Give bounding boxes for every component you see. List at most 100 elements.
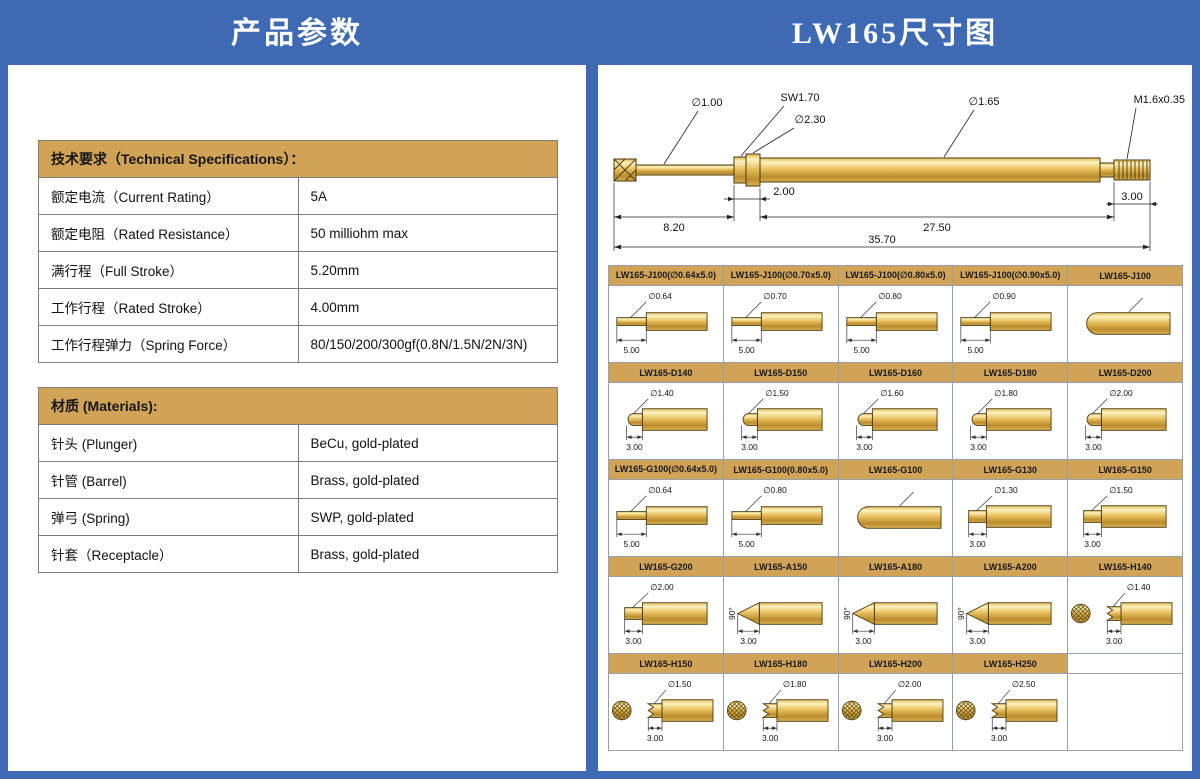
spec-label: 额定电阻（Rated Resistance） bbox=[38, 214, 299, 252]
callout-flange-diameter: ∅2.30 bbox=[795, 114, 826, 126]
spec-label: 工作行程弹力（Spring Force） bbox=[38, 325, 299, 363]
material-label: 针管 (Barrel) bbox=[38, 461, 299, 499]
variant-header-cell: LW165-J100(∅0.80x5.0) bbox=[838, 266, 954, 286]
dimension: 3.00 bbox=[626, 425, 643, 452]
material-label: 针套（Receptacle） bbox=[38, 535, 299, 573]
variant-name: LW165-A200 bbox=[983, 561, 1037, 572]
variant-drawing-cell bbox=[1068, 674, 1183, 751]
variant-header-cell: LW165-H180 bbox=[723, 654, 839, 674]
variant-header-cell: LW165-D160 bbox=[838, 363, 954, 383]
table-row: 额定电阻（Rated Resistance） 50 milliohm max bbox=[38, 214, 558, 252]
dim-length: 3.00 bbox=[856, 442, 873, 452]
dia-label: ∅1.50 bbox=[1109, 485, 1133, 495]
probe-dimension-drawing: ∅1.00 SW1.70 ∅2.30 ∅1.65 M1.6x0.35 bbox=[613, 92, 1185, 251]
material-value: Brass, gold-plated bbox=[297, 461, 558, 499]
dimension: 3.00 bbox=[1085, 425, 1103, 452]
variant-name: LW165-J100(∅0.64x5.0) bbox=[615, 270, 717, 280]
probe-tip-drawing: 90° 3.00 bbox=[727, 602, 823, 646]
dim-length: 5.00 bbox=[853, 345, 870, 355]
table-row: 工作行程弹力（Spring Force） 80/150/200/300gf(0.… bbox=[38, 325, 558, 363]
probe-tip-drawing: ∅2.503.00 bbox=[956, 679, 1058, 743]
variant-drawing-cell: 90° 3.00 bbox=[723, 577, 839, 654]
dimension: 3.00 bbox=[855, 425, 873, 452]
probe-tip-drawing: ∅1.303.00 bbox=[968, 485, 1052, 549]
dim-length: 3.00 bbox=[971, 442, 988, 452]
material-label: 针头 (Plunger) bbox=[38, 424, 299, 462]
dim-length: 3.00 bbox=[741, 442, 758, 452]
callout-tip-diameter: ∅1.00 bbox=[692, 97, 723, 109]
dimension: 3.00 bbox=[737, 613, 760, 646]
variant-header-cell: LW165-G100 bbox=[838, 460, 954, 480]
dimension: 5.00 bbox=[731, 325, 762, 355]
probe-tip-drawing: ∅2.003.00 bbox=[624, 582, 708, 646]
variant-drawing-cell bbox=[838, 480, 954, 557]
variant-name: LW165-J100(∅0.90x5.0) bbox=[960, 270, 1061, 280]
spec-table-header: 技术要求（Technical Specifications）： bbox=[38, 140, 558, 178]
dimension: 3.00 bbox=[968, 522, 988, 549]
angle-label: 90° bbox=[727, 607, 737, 620]
dimension: 5.00 bbox=[616, 519, 647, 549]
dim-length: 3.00 bbox=[625, 636, 642, 646]
dim-barrel-length: 27.50 bbox=[923, 222, 951, 234]
dim-length: 5.00 bbox=[738, 539, 755, 549]
variant-header-cell: LW165-G150 bbox=[1068, 460, 1183, 480]
dimension: 5.00 bbox=[616, 325, 647, 355]
variant-name: LW165-G100 bbox=[868, 464, 923, 475]
spec-value: 50 milliohm max bbox=[297, 214, 558, 252]
table-row: 额定电流（Current Rating） 5A bbox=[38, 177, 558, 215]
spec-label: 额定电流（Current Rating） bbox=[38, 177, 299, 215]
material-value: Brass, gold-plated bbox=[297, 535, 558, 573]
variant-name: LW165-J100(∅0.80x5.0) bbox=[845, 270, 946, 280]
variant-header-cell: LW165-D150 bbox=[723, 363, 839, 383]
dim-length: 3.00 bbox=[740, 636, 757, 646]
table-row: 针管 (Barrel) Brass, gold-plated bbox=[38, 461, 558, 499]
variant-name: LW165-H250 bbox=[983, 658, 1037, 669]
variant-name: LW165-G130 bbox=[983, 464, 1038, 475]
dim-length: 3.00 bbox=[762, 733, 779, 743]
variant-header-cell: LW165-G130 bbox=[953, 460, 1069, 480]
variant-name: LW165-J100(∅0.70x5.0) bbox=[730, 270, 831, 280]
dimension: 3.00 bbox=[851, 613, 875, 646]
callout-barrel-diameter: ∅1.65 bbox=[969, 96, 1000, 108]
probe-tip-drawing: ∅1.803.00 bbox=[970, 388, 1052, 452]
probe-tip-drawing: ∅0.645.00 bbox=[616, 485, 708, 549]
dim-length: 3.00 bbox=[970, 539, 987, 549]
probe-tip-drawing: ∅1.503.00 bbox=[741, 388, 823, 452]
dimension-lines bbox=[613, 182, 1158, 251]
variant-name: LW165-D160 bbox=[868, 367, 922, 378]
probe-tip-drawing: ∅0.705.00 bbox=[731, 291, 823, 355]
right-panel: ∅1.00 SW1.70 ∅2.30 ∅1.65 M1.6x0.35 bbox=[598, 65, 1192, 771]
probe-tip-drawing: ∅1.403.00 bbox=[626, 388, 708, 452]
variant-header-cell: LW165-G100(0.80x5.0) bbox=[723, 460, 839, 480]
dia-label: ∅0.90 bbox=[993, 291, 1017, 301]
dim-length: 3.00 bbox=[647, 733, 664, 743]
dimension: 3.00 bbox=[1106, 620, 1123, 646]
dia-label: ∅2.00 bbox=[1109, 388, 1133, 398]
probe-tip-drawing: 90°3.00 bbox=[956, 602, 1052, 646]
table-row: 满行程（Full Stroke） 5.20mm bbox=[38, 251, 558, 289]
variant-header-cell: LW165-H200 bbox=[838, 654, 954, 674]
probe-tip-drawing: ∅0.905.00 bbox=[960, 291, 1052, 355]
material-label: 弹弓 (Spring) bbox=[38, 498, 299, 536]
dim-length: 3.00 bbox=[855, 636, 872, 646]
dim-length: 3.00 bbox=[877, 733, 894, 743]
dia-label: ∅1.40 bbox=[1127, 582, 1151, 592]
dim-length: 3.00 bbox=[1086, 442, 1103, 452]
callout-thread-spec: M1.6x0.35 bbox=[1134, 94, 1185, 106]
materials-table: 材质 (Materials): 针头 (Plunger) BeCu, gold-… bbox=[38, 387, 558, 573]
table-row: 材质 (Materials): bbox=[38, 387, 558, 425]
variant-name: LW165-D150 bbox=[754, 367, 808, 378]
